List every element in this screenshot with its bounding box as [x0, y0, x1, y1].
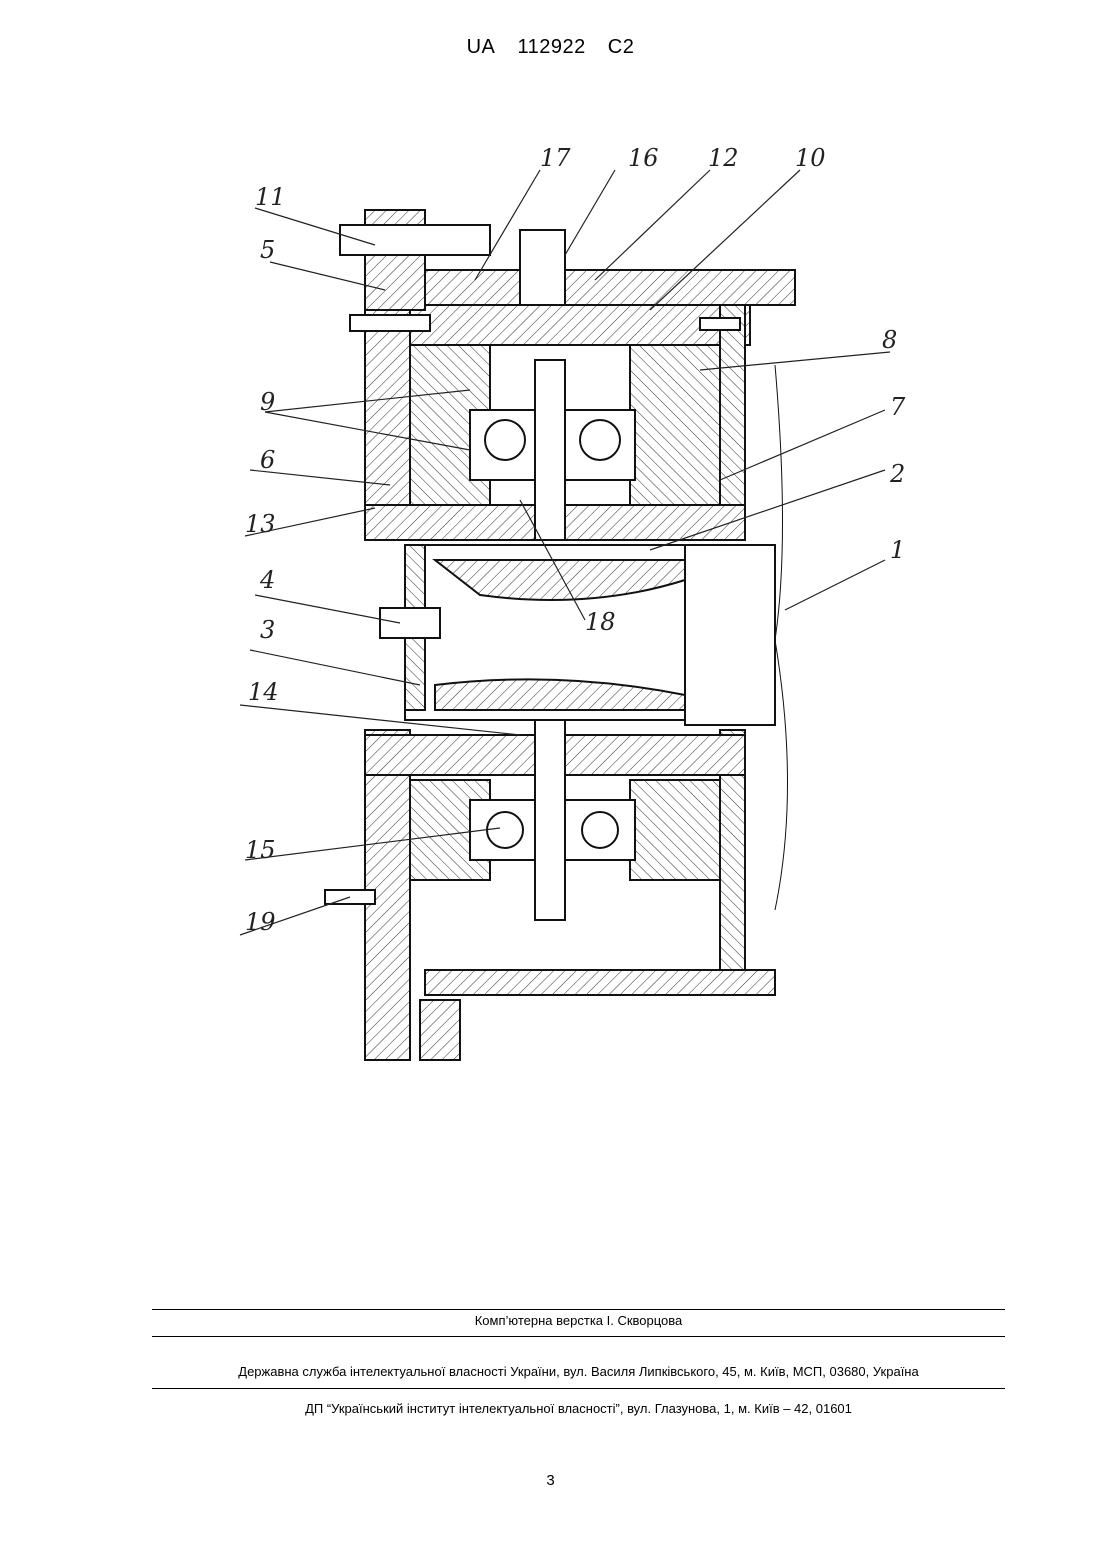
label-10: 10: [795, 144, 826, 172]
label-5: 5: [260, 236, 275, 264]
label-6: 6: [260, 446, 275, 474]
country-code: UA: [467, 36, 496, 58]
label-4: 4: [259, 566, 275, 594]
label-1: 1: [890, 536, 905, 564]
label-18: 18: [585, 608, 616, 636]
label-17: 17: [540, 144, 571, 172]
label-19: 19: [245, 908, 276, 936]
agency-address: Державна служба інтелектуальної власност…: [152, 1364, 1005, 1379]
label-16: 16: [628, 144, 659, 172]
technical-drawing: 1 2 3 4 5 6 7 8 9 10 11 12 13 14 15 16 1…: [230, 140, 910, 1070]
label-7: 7: [890, 393, 906, 421]
document-header: UA 112922 C2: [0, 36, 1101, 59]
label-15: 15: [245, 836, 276, 864]
institute-address: ДП “Український інститут інтелектуальної…: [152, 1401, 1005, 1416]
layout-credit: Комп’ютерна верстка І. Скворцова: [152, 1313, 1005, 1328]
page-number: 3: [0, 1472, 1101, 1489]
label-13: 13: [245, 510, 276, 538]
label-11: 11: [255, 183, 286, 211]
kind-code: C2: [608, 36, 635, 58]
label-3: 3: [260, 616, 275, 644]
footer-rule-mid: [152, 1336, 1005, 1337]
label-12: 12: [708, 144, 739, 172]
patent-number: 112922: [517, 36, 585, 58]
footer-rule-top: [152, 1309, 1005, 1310]
label-2: 2: [889, 460, 905, 488]
footer-rule-bottom: [152, 1388, 1005, 1389]
label-14: 14: [248, 678, 279, 706]
label-9: 9: [260, 388, 275, 416]
label-8: 8: [882, 326, 897, 354]
